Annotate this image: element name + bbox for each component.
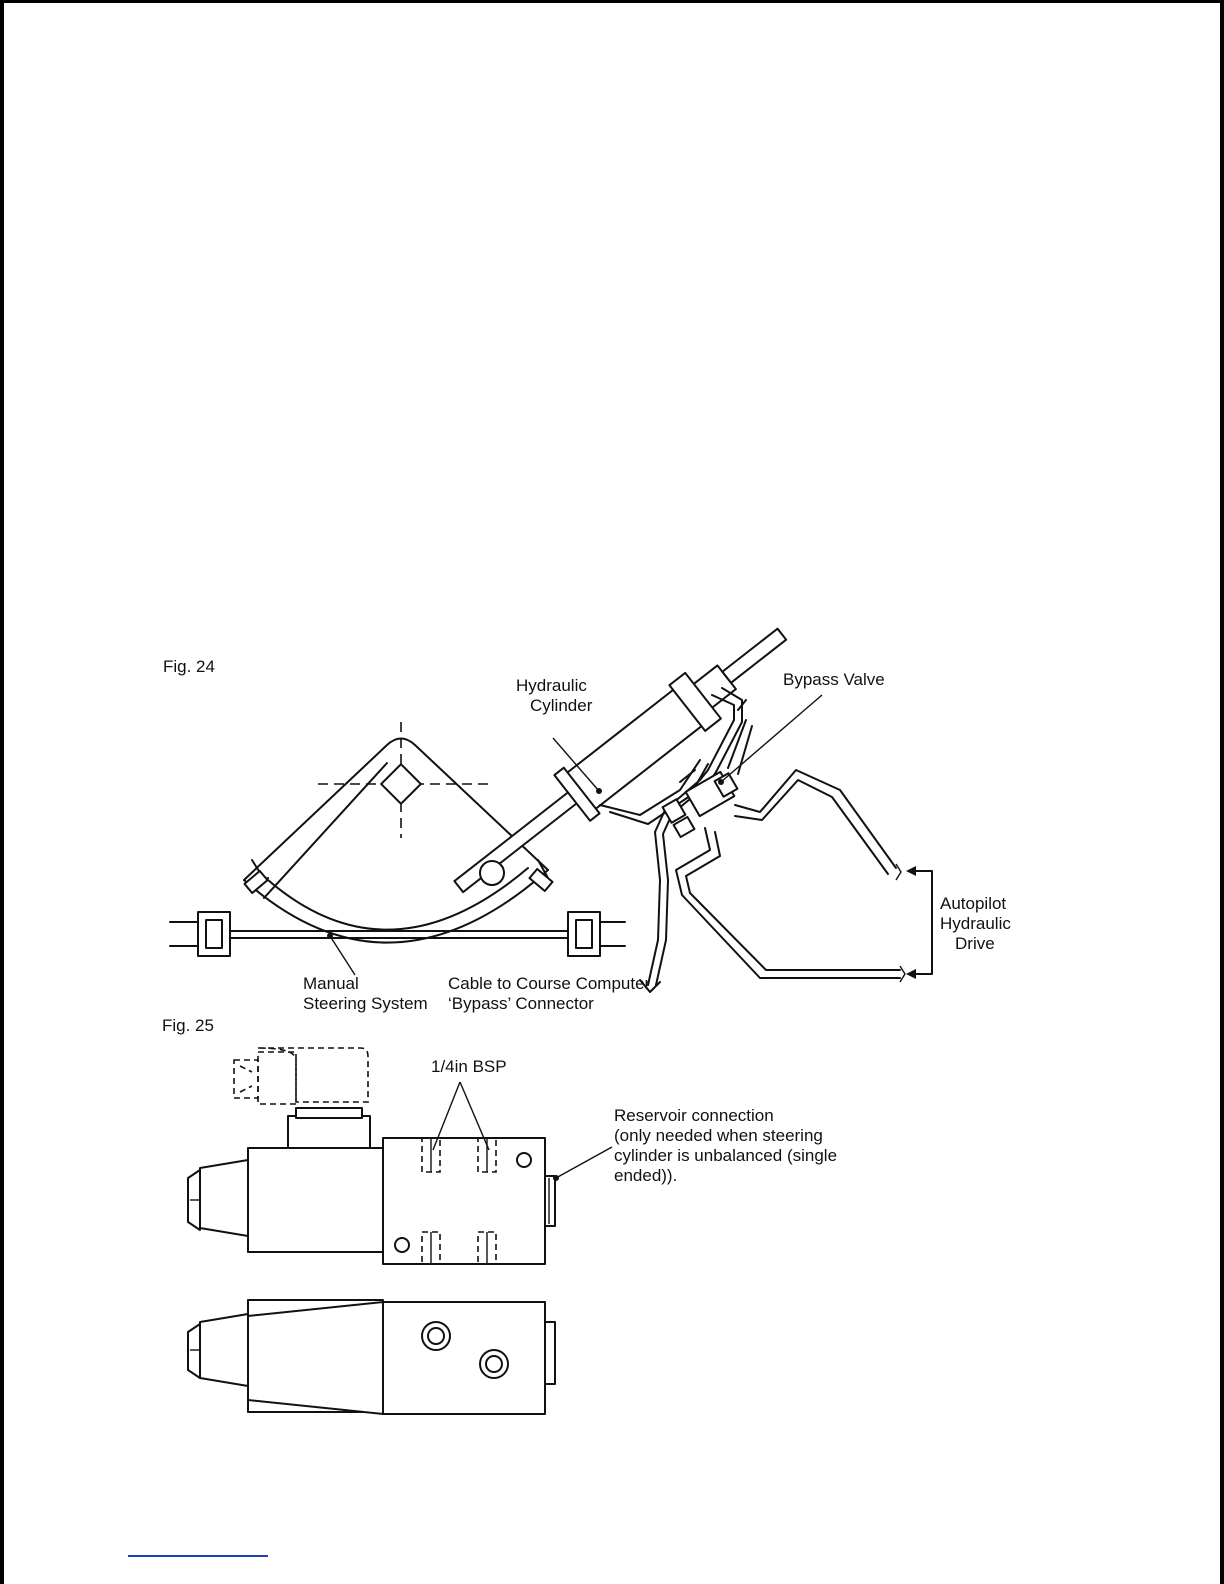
label-hydraulic-2: Cylinder xyxy=(530,696,593,715)
label-manual-2: Steering System xyxy=(303,994,428,1013)
bypass-valve-top-view xyxy=(188,1048,612,1264)
label-autopilot-1: Autopilot xyxy=(940,894,1006,913)
label-cable-2: ‘Bypass’ Connector xyxy=(448,994,594,1013)
label-reservoir-4: ended)). xyxy=(614,1166,677,1185)
fig-24: Fig. 24 xyxy=(163,611,1011,1013)
label-bypass-valve: Bypass Valve xyxy=(783,670,885,689)
label-reservoir-3: cylinder is unbalanced (single xyxy=(614,1146,837,1165)
label-autopilot-3: Drive xyxy=(955,934,995,953)
label-cable-1: Cable to Course Computer xyxy=(448,974,651,993)
label-hydraulic-1: Hydraulic xyxy=(516,676,587,695)
label-manual-1: Manual xyxy=(303,974,359,993)
label-reservoir-1: Reservoir connection xyxy=(614,1106,774,1125)
fig-25-title: Fig. 25 xyxy=(162,1016,214,1035)
rudder-quadrant xyxy=(244,722,553,943)
label-bsp: 1/4in BSP xyxy=(431,1057,507,1076)
fig-24-title: Fig. 24 xyxy=(163,657,215,676)
tiller-pin xyxy=(480,861,504,885)
label-reservoir-2: (only needed when steering xyxy=(614,1126,823,1145)
manual-steering-system xyxy=(170,912,625,975)
bypass-valve-side-view xyxy=(188,1300,555,1414)
fig-25: Fig. 25 xyxy=(162,1016,837,1414)
label-autopilot-2: Hydraulic xyxy=(940,914,1011,933)
